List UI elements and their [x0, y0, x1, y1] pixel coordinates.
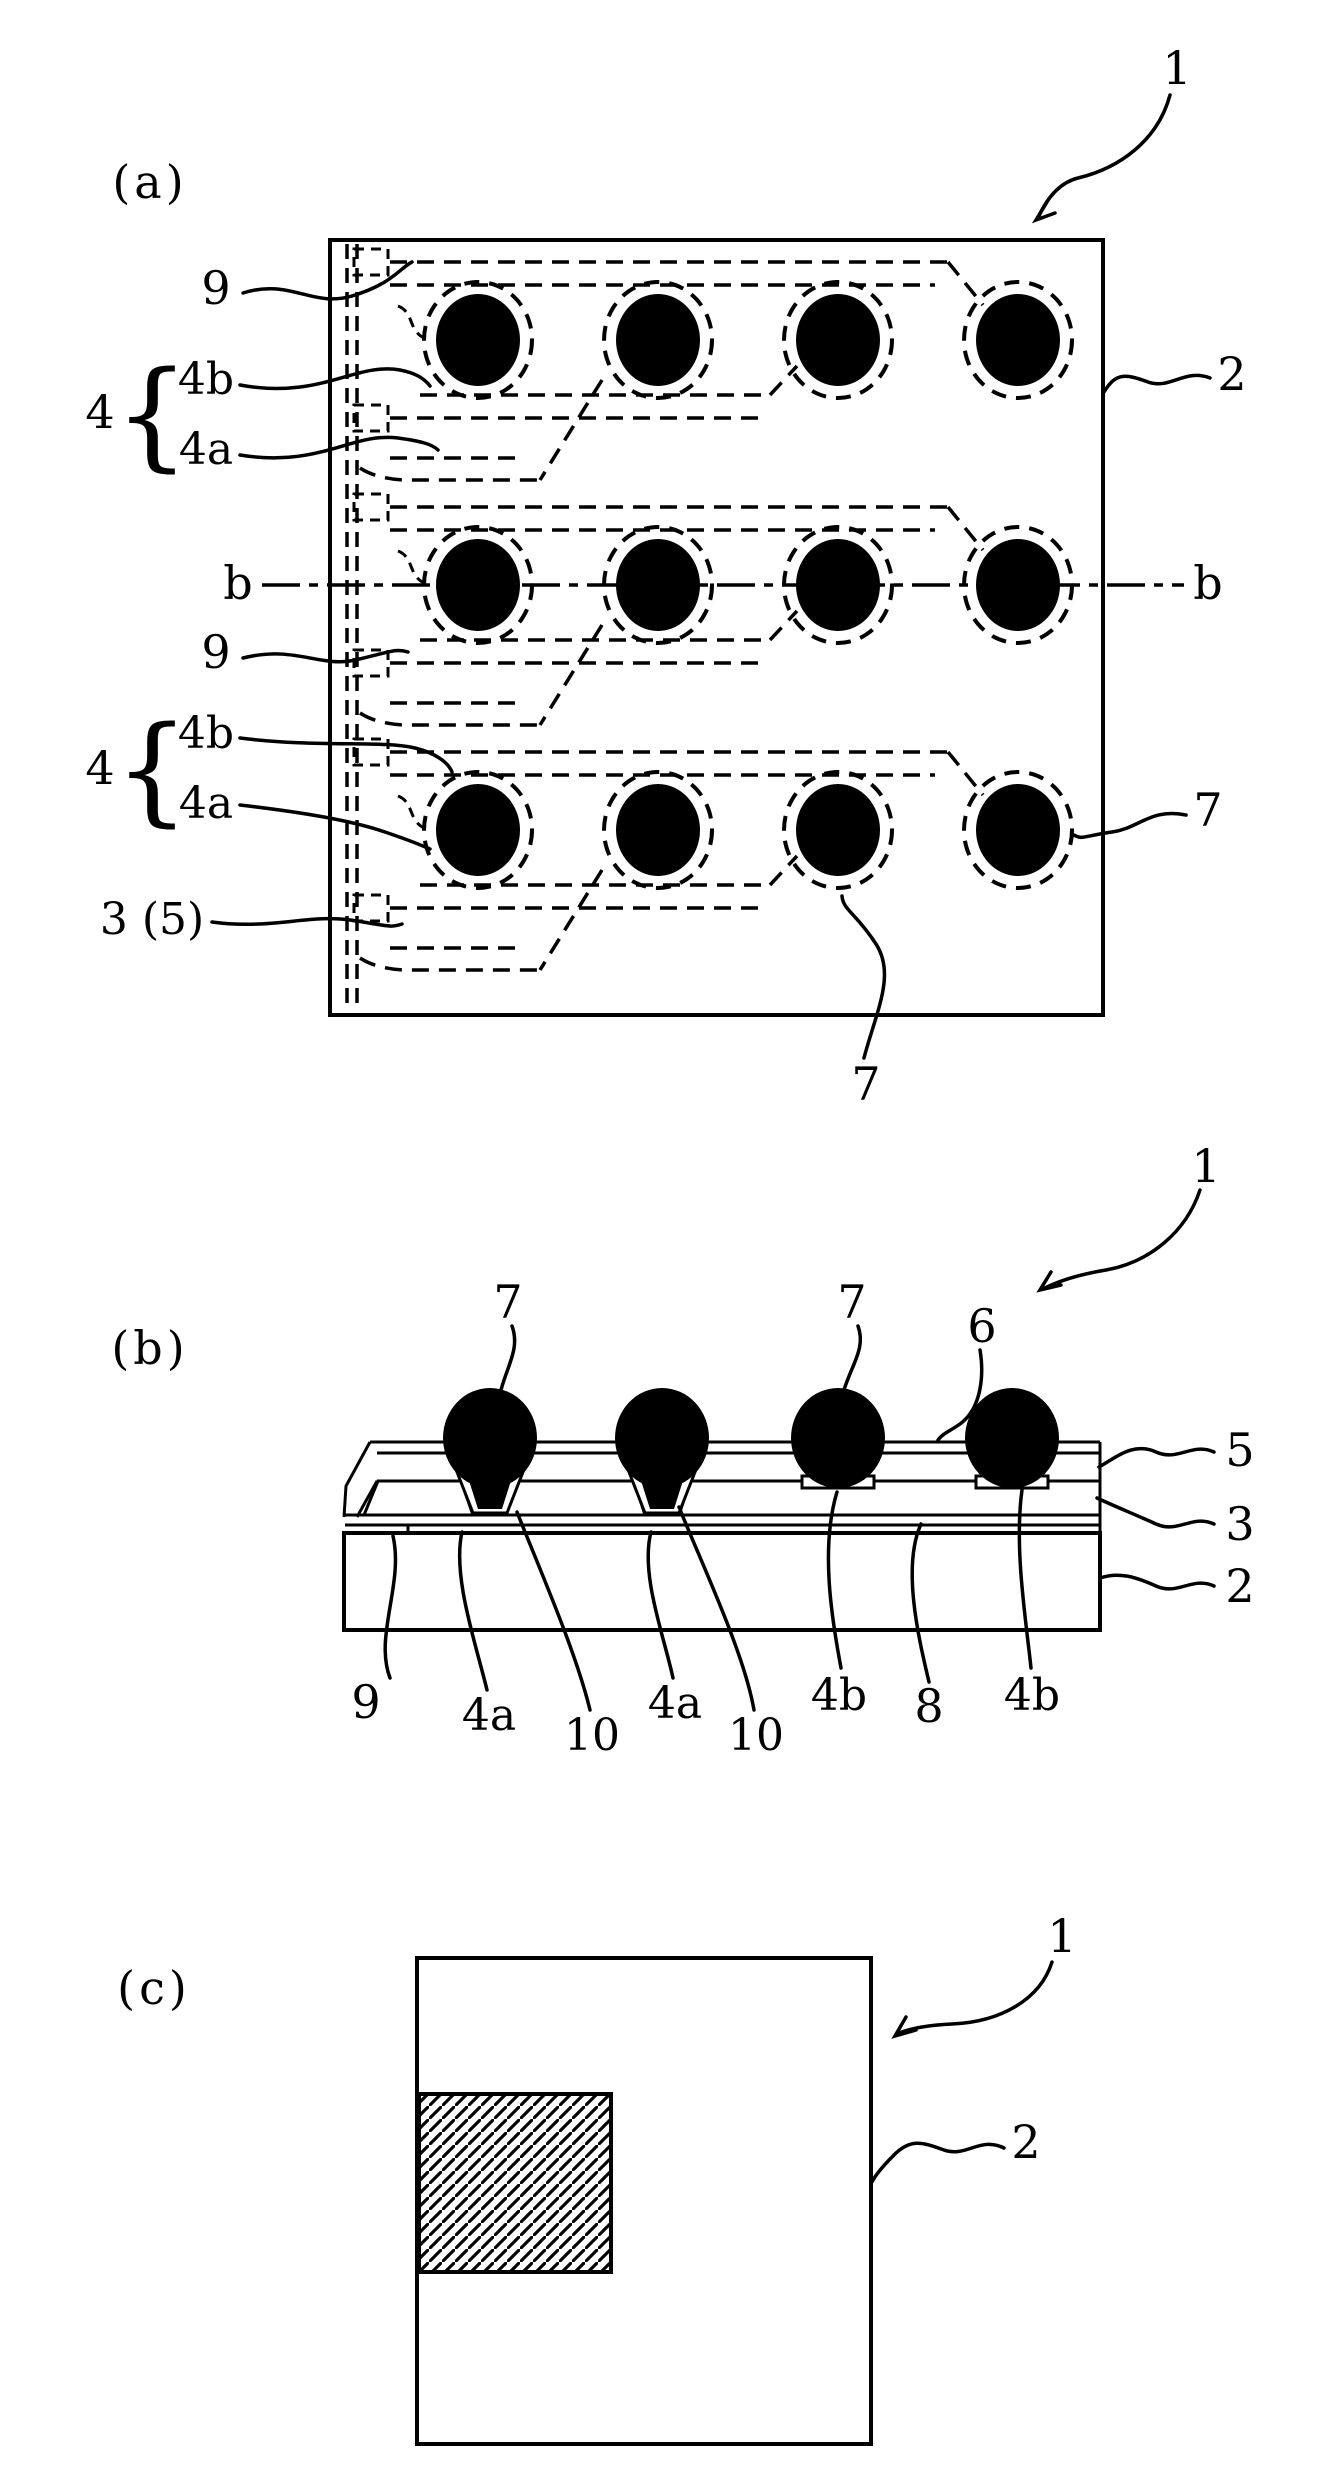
chip-outline-a	[328, 238, 1105, 1017]
labels-a: (a) 1 2 9 4b 4 { 4a b b 9 4b 4 { 4a 3 (5…	[85, 41, 1246, 1111]
leader-7-bottom	[840, 894, 887, 1060]
arrowhead-1-c	[891, 2015, 918, 2039]
leader-2-a	[1102, 373, 1212, 394]
solder-ball	[791, 1388, 885, 1488]
bump-electrode	[422, 525, 534, 645]
bump-electrode	[962, 525, 1074, 645]
ref-2-b: 2	[1225, 1559, 1254, 1613]
leader-3	[1095, 1496, 1216, 1529]
leader-3-5	[210, 916, 404, 928]
ref-3: 3	[1225, 1497, 1254, 1551]
bump-electrode	[422, 280, 534, 400]
leader-4a-2	[646, 1530, 675, 1680]
leader-7-right	[1072, 811, 1188, 840]
ref-2-c: 2	[1011, 2115, 1040, 2169]
labels-b: (b) 7 7 6 1 5 3 2 9 4a 10 4a 10 4b 8 4b	[111, 1139, 1254, 1761]
ref-b-left: b	[223, 556, 252, 610]
ref-9-top: 9	[201, 261, 230, 315]
ref-4-bot: 4	[85, 741, 114, 795]
ref-4a-top: 4a	[179, 424, 233, 475]
bump-electrode	[962, 770, 1074, 890]
labels-c: (c) 1 2	[117, 1909, 1076, 2169]
bump-electrode	[602, 280, 714, 400]
bump-electrode	[602, 770, 714, 890]
arrowhead-1-b	[1036, 1270, 1063, 1293]
leader-4b-2	[1017, 1488, 1033, 1670]
arrowhead-1-a	[1031, 200, 1057, 224]
ref-9-mid: 9	[201, 625, 230, 679]
arrow-1-c	[897, 1960, 1054, 2035]
ref-7-right: 7	[1193, 783, 1222, 837]
figure-a-tag: (a)	[112, 155, 187, 209]
brace-4-bot: {	[114, 700, 189, 838]
ref-2-a: 2	[1217, 347, 1246, 401]
leader-4a-bot	[238, 803, 432, 851]
bump-electrode	[782, 280, 894, 400]
figure-c-back-view: (c) 1 2	[117, 1909, 1077, 2446]
solder-balls	[443, 1388, 1059, 1488]
leaders-c	[870, 1960, 1054, 2184]
ref-1-c: 1	[1047, 1909, 1076, 1963]
bump-electrode	[602, 525, 714, 645]
ref-4-top: 4	[85, 385, 114, 439]
brace-4-top: {	[114, 345, 189, 483]
ref-4b-2: 4b	[1004, 1670, 1060, 1721]
ref-4b-top: 4b	[178, 354, 234, 405]
ref-4a-bot: 4a	[179, 778, 233, 829]
ref-5: 5	[1225, 1423, 1254, 1477]
ref-4a-1: 4a	[462, 1690, 516, 1741]
leader-2-c	[870, 2141, 1006, 2184]
arrow-1-b	[1041, 1188, 1202, 1291]
ref-6: 6	[967, 1299, 996, 1353]
leader-4b-top	[238, 367, 432, 391]
figure-c-tag: (c)	[117, 1961, 191, 2015]
solder-ball	[443, 1388, 537, 1488]
figure-b-tag: (b)	[111, 1321, 188, 1375]
leader-9-b	[383, 1534, 398, 1680]
figure-b-cross-section: (b) 7 7 6 1 5 3 2 9 4a 10 4a 10 4b 8 4b	[111, 1139, 1254, 1761]
leader-5	[1097, 1446, 1216, 1469]
ref-4a-2: 4a	[648, 1678, 702, 1729]
leaders-b	[383, 1188, 1216, 1712]
leader-8	[910, 1522, 931, 1684]
leader-4b-bot	[238, 736, 454, 774]
ref-10-2: 10	[728, 1710, 784, 1761]
bump-electrode	[782, 525, 894, 645]
leader-9-top	[241, 260, 414, 301]
leader-7-b1	[499, 1324, 517, 1392]
wiring-bus	[345, 244, 359, 1012]
bump-electrode	[962, 280, 1074, 400]
figure-a-plan-view: (a) 1 2 9 4b 4 { 4a b b 9 4b 4 { 4a 3 (5…	[85, 41, 1246, 1111]
leader-7-b2	[842, 1324, 863, 1392]
bump-electrode	[782, 770, 894, 890]
ref-7-b1: 7	[493, 1275, 522, 1329]
ref-3-5: 3 (5)	[100, 894, 204, 945]
leader-4b-1	[826, 1490, 843, 1670]
ref-4b-1: 4b	[811, 1670, 867, 1721]
hatched-region	[417, 2092, 613, 2274]
arrow-1-a	[1036, 93, 1172, 220]
leaders-a	[210, 93, 1212, 1060]
solder-ball	[615, 1388, 709, 1488]
ref-7-b2: 7	[837, 1275, 866, 1329]
ref-4b-bot: 4b	[178, 708, 234, 759]
left-step-edge	[342, 1441, 379, 1518]
leader-10-1	[515, 1510, 592, 1712]
leader-9-mid	[241, 648, 410, 664]
ref-9-b: 9	[351, 1675, 380, 1729]
ref-1-a: 1	[1162, 41, 1191, 95]
leader-2-b	[1098, 1573, 1216, 1591]
leader-4a-1	[457, 1530, 489, 1692]
ref-b-right: b	[1193, 556, 1222, 610]
ref-10-1: 10	[564, 1710, 620, 1761]
bump-electrode	[422, 770, 534, 890]
leader-4a-top	[238, 435, 440, 460]
leader-10-2	[677, 1505, 756, 1712]
leader-6	[936, 1348, 984, 1442]
ref-1-b: 1	[1191, 1139, 1220, 1193]
solder-ball	[965, 1388, 1059, 1488]
substrate	[342, 1531, 1102, 1632]
ref-8: 8	[914, 1679, 943, 1733]
ref-7-bottom: 7	[851, 1057, 880, 1111]
